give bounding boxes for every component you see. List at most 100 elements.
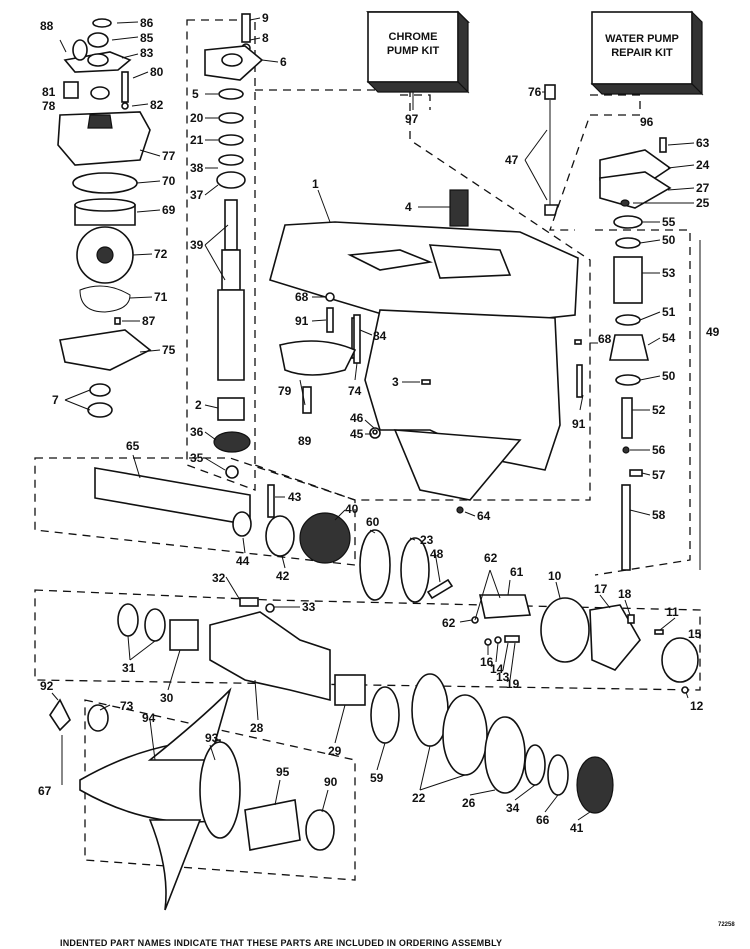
- callout-26: 26: [462, 796, 476, 810]
- callout-96: 96: [640, 115, 654, 129]
- callout-75: 75: [162, 343, 176, 357]
- callout-63: 63: [696, 136, 710, 150]
- callout-13: 13: [496, 670, 510, 684]
- callout-50-lower: 50: [662, 369, 676, 383]
- callout-28: 28: [250, 721, 264, 735]
- callout-3: 3: [392, 375, 399, 389]
- callout-61: 61: [510, 565, 524, 579]
- callout-88: 88: [40, 19, 54, 33]
- callout-8: 8: [262, 31, 269, 45]
- callout-25: 25: [696, 196, 710, 210]
- callout-31: 31: [122, 661, 136, 675]
- gearcase-housing: [269, 189, 579, 514]
- callout-30: 30: [160, 691, 174, 705]
- callout-80: 80: [150, 65, 164, 79]
- callout-91-lower: 91: [572, 417, 586, 431]
- callout-91-upper: 91: [295, 314, 309, 328]
- callout-42: 42: [276, 569, 290, 583]
- callout-71: 71: [154, 290, 168, 304]
- callout-27: 27: [696, 181, 710, 195]
- callout-17: 17: [594, 582, 608, 596]
- callout-79: 79: [278, 384, 292, 398]
- callout-9: 9: [262, 11, 269, 25]
- callout-16: 16: [480, 655, 494, 669]
- callout-23: 23: [420, 533, 434, 547]
- callout-68-upper: 68: [295, 290, 309, 304]
- drive-shaft-parts: [204, 13, 264, 479]
- callout-12: 12: [690, 699, 704, 713]
- callout-11: 11: [666, 605, 679, 619]
- callout-52: 52: [652, 403, 666, 417]
- propeller-parts: [49, 687, 335, 911]
- callout-51: 51: [662, 305, 676, 319]
- callout-56: 56: [652, 443, 666, 457]
- callout-70: 70: [162, 174, 176, 188]
- callout-18: 18: [618, 587, 632, 601]
- callout-58: 58: [652, 508, 666, 522]
- callout-68-lower: 68: [598, 332, 612, 346]
- reverse-lock-parts: [574, 137, 672, 571]
- callout-1: 1: [312, 177, 319, 191]
- callout-66: 66: [536, 813, 550, 827]
- callout-77: 77: [162, 149, 176, 163]
- callout-78: 78: [42, 99, 56, 113]
- callout-90: 90: [324, 775, 338, 789]
- callout-45: 45: [350, 427, 364, 441]
- water-pump-repair-kit-box: WATER PUMP REPAIR KIT: [590, 10, 704, 96]
- callout-87: 87: [142, 314, 156, 328]
- callout-46: 46: [350, 411, 364, 425]
- callout-67: 67: [38, 784, 52, 798]
- callout-37: 37: [190, 188, 204, 202]
- callout-74: 74: [348, 384, 362, 398]
- callout-55: 55: [662, 215, 676, 229]
- callout-20: 20: [190, 111, 204, 125]
- callout-labels: 88 86 85 83 80 81 78 82 77 70 69 72 71 8…: [38, 11, 735, 928]
- callout-7: 7: [52, 393, 59, 407]
- callout-60: 60: [366, 515, 380, 529]
- callout-39: 39: [190, 238, 204, 252]
- water-pump-parts: [57, 18, 152, 418]
- callout-48: 48: [430, 547, 444, 561]
- callout-59: 59: [370, 771, 384, 785]
- callout-97: 97: [405, 112, 419, 126]
- chrome-kit-line2: PUMP KIT: [387, 45, 440, 57]
- callout-76: 76: [528, 85, 542, 99]
- callout-82: 82: [150, 98, 164, 112]
- callout-22: 22: [412, 791, 426, 805]
- callout-2: 2: [195, 398, 202, 412]
- callout-43: 43: [288, 490, 302, 504]
- callout-94: 94: [142, 711, 156, 725]
- callout-86: 86: [140, 16, 154, 30]
- water-kit-line2: REPAIR KIT: [611, 47, 673, 59]
- callout-5: 5: [192, 87, 199, 101]
- callout-65: 65: [126, 439, 140, 453]
- callout-14: 14: [490, 662, 504, 676]
- propeller-shaft-parts: [94, 467, 699, 694]
- chrome-kit-line1: CHROME: [389, 31, 438, 43]
- callout-33: 33: [302, 600, 316, 614]
- callout-10: 10: [548, 569, 562, 583]
- callout-24: 24: [696, 158, 710, 172]
- callout-29: 29: [328, 744, 342, 758]
- callout-54: 54: [662, 331, 676, 345]
- callout-47: 47: [505, 153, 519, 167]
- callout-93: 93: [205, 731, 219, 745]
- callout-32: 32: [212, 571, 226, 585]
- callout-95: 95: [276, 765, 290, 779]
- callout-34: 34: [506, 801, 520, 815]
- callout-57: 57: [652, 468, 666, 482]
- callout-6: 6: [280, 55, 287, 69]
- callout-21: 21: [190, 133, 204, 147]
- callout-19: 19: [506, 677, 520, 691]
- reference-code: 72258: [718, 922, 735, 928]
- callout-40: 40: [345, 502, 359, 516]
- callout-89: 89: [298, 434, 312, 448]
- callout-83: 83: [140, 46, 154, 60]
- callout-53: 53: [662, 266, 676, 280]
- callout-15: 15: [688, 627, 702, 641]
- callout-62-lower: 62: [442, 616, 456, 630]
- shift-rod-parts: [544, 84, 560, 216]
- footer-note: INDENTED PART NAMES INDICATE THAT THESE …: [60, 938, 503, 948]
- callout-36: 36: [190, 425, 204, 439]
- callout-62-upper: 62: [484, 551, 498, 565]
